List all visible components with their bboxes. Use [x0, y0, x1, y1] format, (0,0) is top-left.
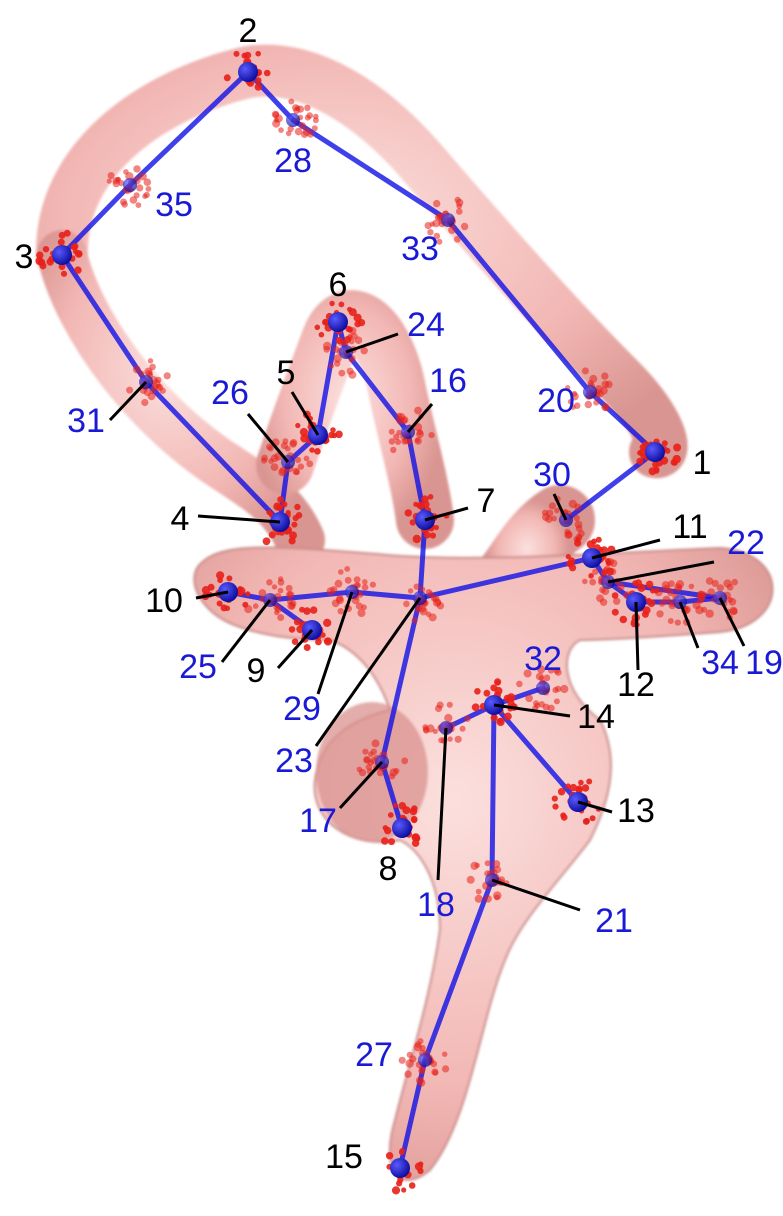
landmark-label-29: 29: [283, 690, 321, 728]
landmark-label-20: 20: [537, 382, 575, 420]
landmark-label-12: 12: [617, 666, 655, 704]
landmark-label-19: 19: [745, 644, 783, 682]
landmark-label-14: 14: [577, 698, 615, 736]
landmark-label-17: 17: [299, 802, 337, 840]
landmark-label-16: 16: [429, 362, 467, 400]
landmark-label-7: 7: [477, 482, 496, 520]
landmark-label-24: 24: [407, 306, 445, 344]
landmark-label-1: 1: [693, 444, 712, 482]
vestibule: [194, 547, 772, 1179]
landmark-label-10: 10: [145, 582, 183, 620]
landmark-node-8: [392, 818, 412, 838]
landmark-node-2: [238, 62, 258, 82]
landmark-label-28: 28: [274, 142, 312, 180]
leader-line-12: [636, 602, 638, 670]
landmark-node-6: [328, 312, 348, 332]
landmark-label-21: 21: [595, 902, 633, 940]
landmark-label-23: 23: [275, 742, 313, 780]
landmark-node-20: [583, 385, 597, 399]
landmark-label-25: 25: [179, 648, 217, 686]
landmark-label-4: 4: [171, 500, 190, 538]
landmark-label-30: 30: [533, 456, 571, 494]
landmark-label-3: 3: [15, 238, 34, 276]
landmark-label-27: 27: [355, 1036, 393, 1074]
landmark-label-31: 31: [67, 402, 105, 440]
landmark-node-1: [645, 442, 665, 462]
landmark-node-33: [441, 213, 455, 227]
landmark-node-28: [286, 113, 300, 127]
landmark-node-35: [123, 178, 137, 192]
landmark-node-32: [536, 681, 550, 695]
landmark-label-32: 32: [524, 640, 562, 678]
landmark-label-26: 26: [211, 374, 249, 412]
landmark-label-13: 13: [617, 792, 655, 830]
landmark-label-33: 33: [401, 230, 439, 268]
landmark-label-2: 2: [239, 12, 258, 50]
landmark-label-18: 18: [417, 886, 455, 924]
landmark-label-22: 22: [727, 524, 765, 562]
landmark-label-35: 35: [155, 186, 193, 224]
canal-posterior: [62, 255, 300, 540]
landmark-label-11: 11: [672, 508, 707, 546]
landmark-label-8: 8: [379, 850, 398, 888]
landmark-node-27: [418, 1053, 432, 1067]
landmark-label-34: 34: [701, 644, 739, 682]
landmark-label-9: 9: [247, 652, 266, 690]
landmark-node-3: [52, 245, 72, 265]
landmark-node-15: [390, 1158, 410, 1178]
skeleton-edge-14-21: [492, 705, 494, 880]
landmark-label-15: 15: [325, 1138, 363, 1176]
landmark-label-6: 6: [329, 266, 348, 304]
landmark-label-5: 5: [277, 354, 296, 392]
